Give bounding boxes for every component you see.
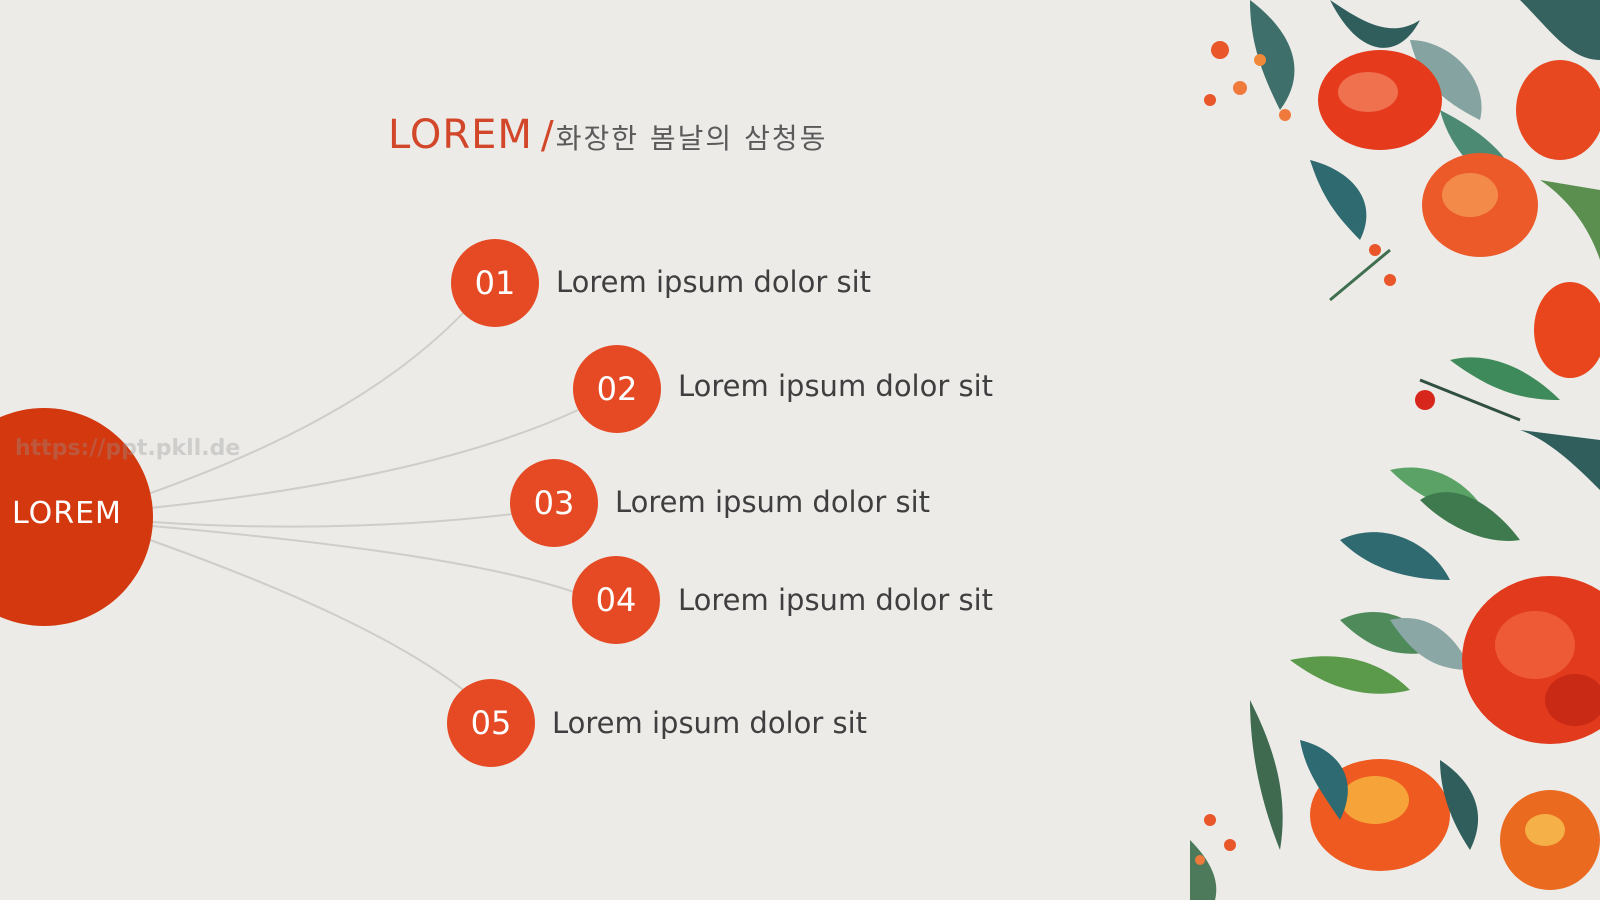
item-text-05: Lorem ipsum dolor sit bbox=[552, 706, 868, 740]
hub-label: LOREM bbox=[12, 496, 122, 531]
watermark-text: https://ppt.pkll.de bbox=[15, 436, 241, 461]
title-main: LOREM bbox=[388, 112, 533, 158]
connector-line-02 bbox=[149, 409, 579, 509]
title-slash: / bbox=[540, 113, 554, 157]
item-text-02: Lorem ipsum dolor sit bbox=[678, 369, 994, 403]
item-text-03: Lorem ipsum dolor sit bbox=[615, 485, 931, 519]
item-number-02: 02 bbox=[573, 345, 661, 433]
floral-border-illustration bbox=[1190, 0, 1600, 900]
title-subtitle: 화장한 봄날의 삼청동 bbox=[555, 122, 828, 155]
item-number-01: 01 bbox=[451, 239, 539, 327]
item-text-01: Lorem ipsum dolor sit bbox=[556, 265, 872, 299]
connector-line-01 bbox=[147, 307, 469, 495]
connector-line-04 bbox=[151, 525, 575, 593]
slide-title: LOREM / 화장한 봄날의 삼청동 bbox=[388, 112, 827, 158]
item-number-05: 05 bbox=[447, 679, 535, 767]
connector-lines bbox=[147, 307, 579, 693]
item-number-04: 04 bbox=[572, 556, 660, 644]
connector-line-05 bbox=[149, 539, 467, 693]
connector-line-03 bbox=[151, 513, 513, 528]
item-number-03: 03 bbox=[510, 459, 598, 547]
item-text-04: Lorem ipsum dolor sit bbox=[678, 583, 994, 617]
